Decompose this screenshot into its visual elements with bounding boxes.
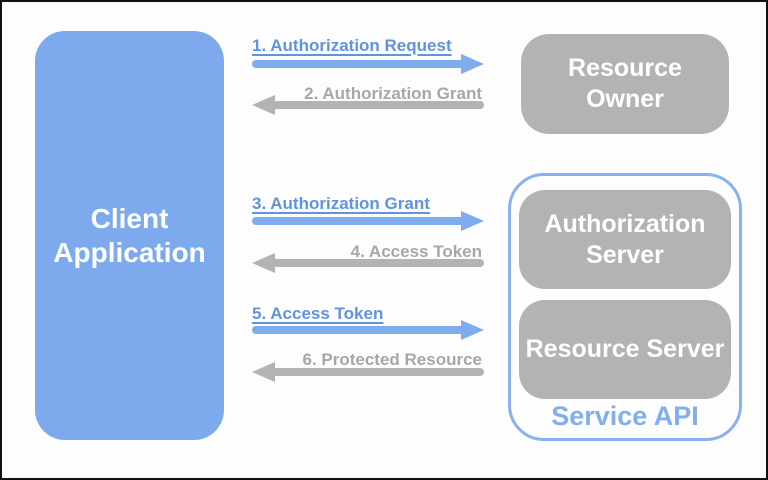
flow-label-authorization-grant-back: 2. Authorization Grant — [304, 84, 482, 103]
arrow-shaft — [271, 101, 484, 109]
flow-label-protected-resource: 6. Protected Resource — [302, 350, 482, 369]
arrowhead-right-icon — [461, 211, 484, 231]
arrow-left-icon — [252, 362, 484, 382]
arrowhead-left-icon — [252, 95, 275, 115]
node-client-application: Client Application — [35, 31, 224, 440]
node-resource-server: Resource Server — [519, 300, 731, 399]
flow-arrows: 1. Authorization Request 2. Authorizatio… — [252, 2, 484, 478]
arrow-shaft — [252, 326, 465, 334]
arrow-shaft — [252, 60, 465, 68]
node-authorization-server: Authorization Server — [519, 190, 731, 289]
arrowhead-left-icon — [252, 362, 275, 382]
arrow-shaft — [271, 368, 484, 376]
arrow-left-icon — [252, 253, 484, 273]
arrow-right-icon — [252, 320, 484, 340]
flow-label-authorization-request: 1. Authorization Request — [252, 36, 452, 55]
arrowhead-left-icon — [252, 253, 275, 273]
arrow-shaft — [271, 259, 484, 267]
arrowhead-right-icon — [461, 54, 484, 74]
flow-label-access-token: 5. Access Token — [252, 304, 384, 323]
resource-owner-label: Resource Owner — [568, 54, 682, 113]
service-api-container: Authorization Server Resource Server Ser… — [508, 173, 742, 441]
authorization-server-label: Authorization Server — [544, 209, 706, 269]
flow-label-access-token-back: 4. Access Token — [350, 242, 482, 261]
resource-server-label: Resource Server — [525, 335, 725, 363]
flow-label-authorization-grant: 3. Authorization Grant — [252, 194, 430, 213]
arrow-shaft — [252, 217, 465, 225]
service-api-label: Service API — [551, 401, 699, 431]
arrow-left-icon — [252, 95, 484, 115]
client-application-label: Client Application — [53, 202, 206, 268]
arrowhead-right-icon — [461, 320, 484, 340]
arrow-right-icon — [252, 54, 484, 74]
node-resource-owner: Resource Owner — [521, 34, 729, 134]
arrow-right-icon — [252, 211, 484, 231]
